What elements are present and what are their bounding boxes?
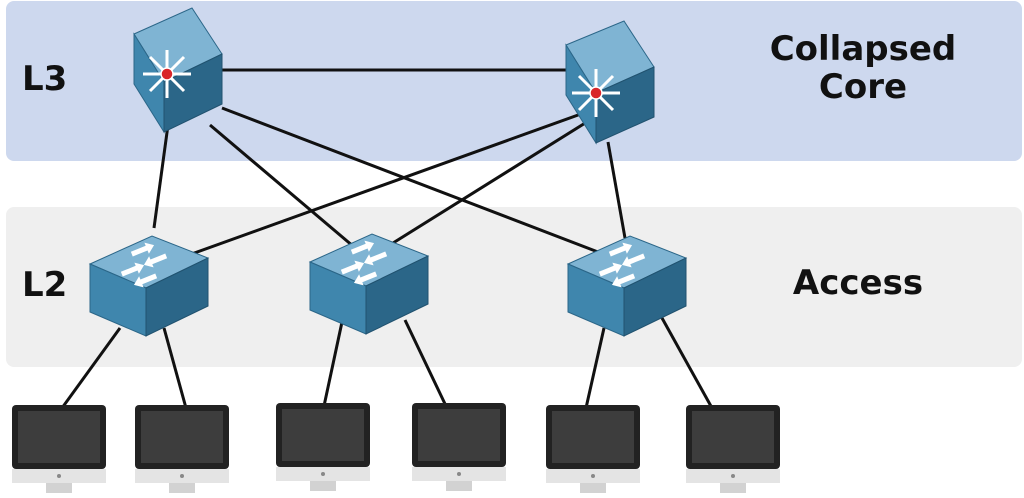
access-switch-2 — [308, 233, 430, 335]
link-core2-access1 — [185, 108, 593, 258]
link-acc2-pc3 — [322, 321, 344, 407]
computer-5 — [546, 405, 640, 493]
link-acc1-pc2 — [162, 327, 188, 409]
layer3-label: L3 — [22, 59, 68, 99]
link-core2-access2 — [384, 118, 591, 250]
access-layer-title: Access — [792, 263, 924, 303]
multilayer-switch-icon — [572, 69, 620, 117]
multilayer-switch-icon — [143, 50, 191, 98]
computer-4 — [412, 403, 506, 491]
core-layer-title: Collapsed Core — [728, 30, 998, 106]
computer-3 — [276, 403, 370, 491]
access-switch-3 — [566, 235, 688, 337]
link-acc3-pc5 — [584, 327, 606, 409]
computer-1 — [12, 405, 106, 493]
link-core2-access3 — [606, 141, 627, 239]
computer-6 — [686, 405, 780, 493]
computer-2 — [135, 405, 229, 493]
link-core1-access2 — [209, 123, 361, 254]
link-acc2-pc4 — [403, 319, 448, 407]
core-title-line2: Core — [818, 67, 908, 108]
core-title-line1: Collapsed — [769, 29, 957, 69]
links — [60, 68, 714, 409]
link-core1-access1 — [152, 124, 170, 229]
core-switch-left — [133, 7, 223, 134]
link-acc1-pc1 — [60, 327, 122, 409]
core-switch-right — [565, 20, 655, 145]
access-switch-1 — [88, 235, 210, 337]
link-core1-access3 — [221, 106, 599, 254]
link-acc3-pc6 — [660, 317, 714, 409]
layer2-label: L2 — [22, 265, 68, 305]
